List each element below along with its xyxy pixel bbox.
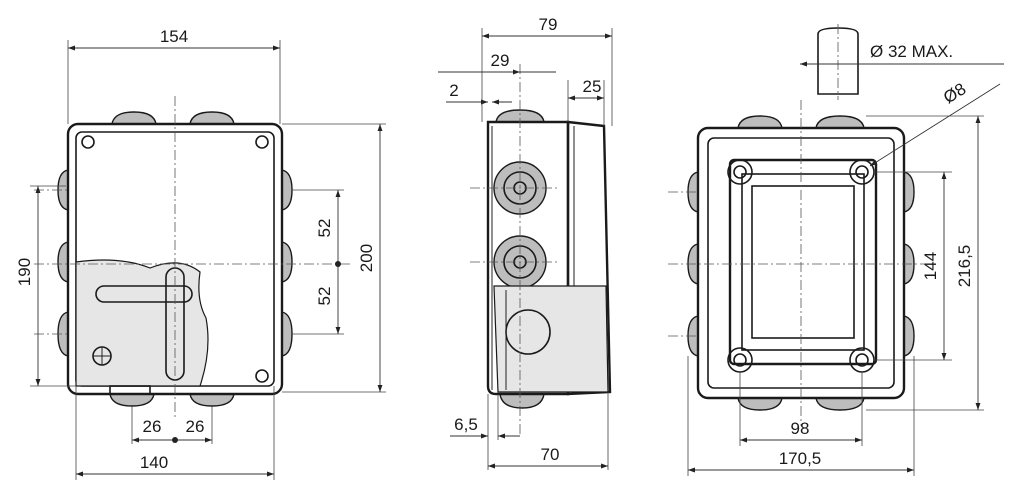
back-gland-right-1 bbox=[903, 171, 915, 213]
back-label-gland-max: Ø 32 MAX. bbox=[870, 42, 953, 61]
back-gland-bottom-left bbox=[737, 397, 783, 411]
back-label-1705: 170,5 bbox=[779, 449, 822, 468]
back-label-2165: 216,5 bbox=[955, 245, 974, 288]
back-hole-br-outer bbox=[849, 347, 875, 373]
back-frame-outer bbox=[728, 158, 878, 366]
front-gland-right-3 bbox=[281, 311, 293, 357]
back-gland-right-3 bbox=[903, 315, 915, 357]
back-hole-bl-inner bbox=[733, 353, 747, 367]
back-gland-pipe bbox=[817, 27, 859, 95]
front-label-190: 190 bbox=[15, 258, 34, 286]
back-label-98: 98 bbox=[791, 419, 810, 438]
side-section bbox=[493, 285, 609, 393]
front-label-26-left: 26 bbox=[143, 417, 162, 436]
back-label-144: 144 bbox=[921, 252, 940, 280]
front-gland-bottom-left bbox=[109, 393, 155, 407]
front-screw-br bbox=[255, 369, 269, 383]
front-dim-26-center-dot bbox=[172, 437, 178, 443]
side-label-79: 79 bbox=[539, 15, 558, 34]
back-label-hole-dia: Ø8 bbox=[940, 79, 969, 107]
front-screw-tl bbox=[81, 135, 95, 149]
back-gland-bottom-right bbox=[815, 397, 865, 411]
front-gland-right-1 bbox=[281, 169, 293, 211]
back-hole-tr-outer bbox=[849, 159, 875, 185]
front-label-140: 140 bbox=[140, 453, 168, 472]
back-hole-tl-outer bbox=[727, 159, 753, 185]
back-frame-mid bbox=[741, 173, 865, 351]
front-gland-top-right bbox=[189, 111, 235, 125]
side-label-29: 29 bbox=[491, 51, 510, 70]
side-label-25: 25 bbox=[583, 77, 602, 96]
front-label-200: 200 bbox=[357, 244, 376, 272]
side-label-2: 2 bbox=[449, 81, 458, 100]
back-frame-inner bbox=[751, 185, 855, 339]
side-gland-bottom-1 bbox=[499, 393, 545, 409]
back-gland-top-right bbox=[815, 115, 865, 129]
back-gland-top-left bbox=[737, 115, 783, 129]
front-view: 154 190 200 52 52 26 26 140 bbox=[15, 27, 386, 480]
front-mount-plate bbox=[75, 259, 209, 387]
back-hole-leader bbox=[869, 83, 1001, 167]
side-label-65: 6,5 bbox=[454, 415, 478, 434]
front-label-26-right: 26 bbox=[186, 417, 205, 436]
back-hole-tr-inner bbox=[855, 165, 869, 179]
side-base bbox=[486, 120, 570, 396]
front-gland-left-2 bbox=[57, 241, 69, 283]
front-slot-horizontal bbox=[95, 285, 193, 303]
back-hole-bl-outer bbox=[727, 347, 753, 373]
side-gland-top-1 bbox=[495, 109, 545, 123]
side-view: 79 29 2 25 6,5 70 bbox=[438, 15, 613, 470]
back-hole-br-inner bbox=[855, 353, 869, 367]
front-gland-bottom-right bbox=[189, 393, 235, 407]
front-gland-top-left bbox=[111, 111, 157, 125]
front-label-154: 154 bbox=[160, 27, 188, 46]
front-label-52-lower: 52 bbox=[315, 287, 334, 306]
front-bottom-tab bbox=[109, 385, 151, 395]
front-gland-right-2 bbox=[281, 241, 293, 283]
side-label-70: 70 bbox=[541, 445, 560, 464]
front-screw-tr bbox=[255, 135, 269, 149]
front-dim-52-center-dot bbox=[335, 261, 341, 267]
front-label-52-upper: 52 bbox=[315, 219, 334, 238]
back-view: Ø 32 MAX. Ø8 bbox=[668, 24, 1004, 476]
back-hole-tl-inner bbox=[733, 165, 747, 179]
